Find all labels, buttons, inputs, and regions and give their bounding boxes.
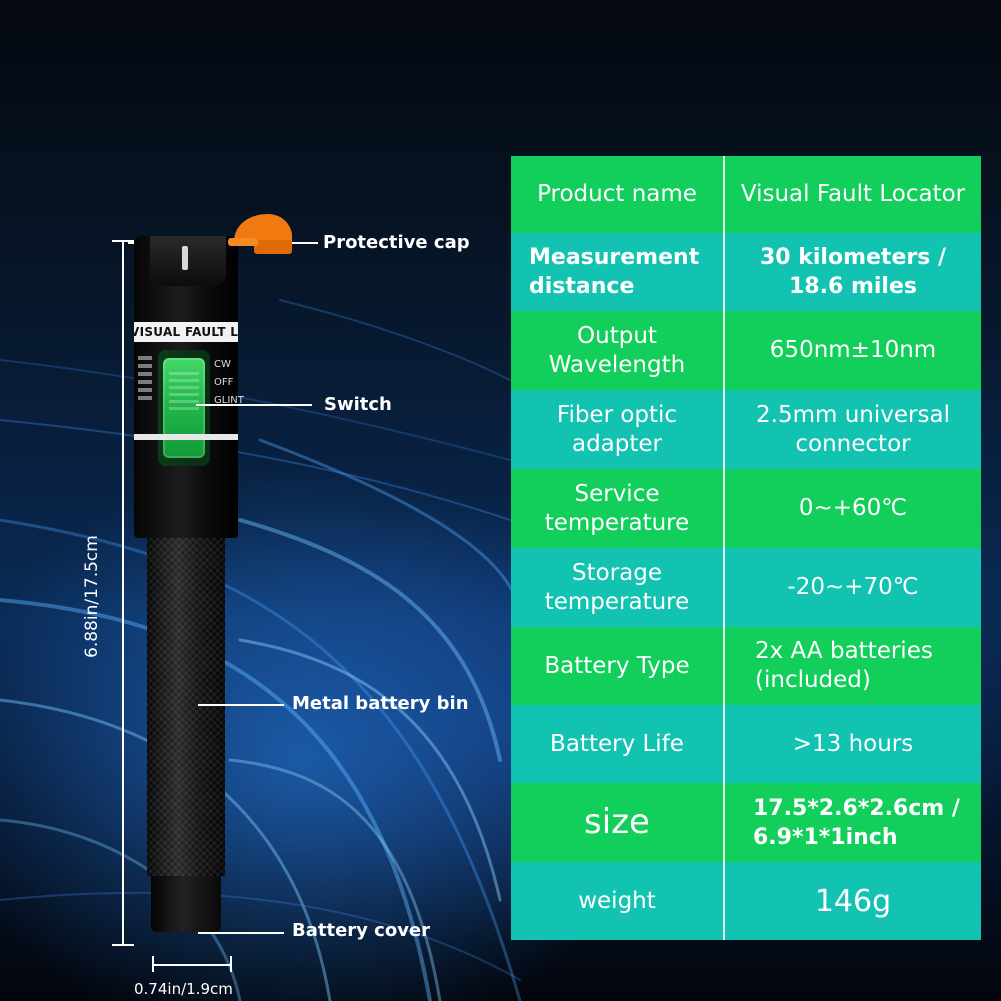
height-dimension-label: 6.88in/17.5cm xyxy=(82,535,102,658)
protective-cap-icon xyxy=(228,214,292,254)
width-dimension-left-tick xyxy=(152,956,154,972)
spec-label: Battery Type xyxy=(511,627,725,705)
pen-battery-cover xyxy=(151,876,221,932)
callout-protective-cap: Protective cap xyxy=(323,232,470,253)
spec-value: 2.5mm universal connector xyxy=(724,390,981,469)
spec-value: 0~+60℃ xyxy=(724,469,981,548)
spec-row: Measurement distance 30 kilometers / 18.… xyxy=(511,233,981,311)
width-dimension-right-tick xyxy=(230,956,232,972)
spec-row: Battery Life >13 hours xyxy=(511,705,981,783)
callout-metal-battery-bin: Metal battery bin xyxy=(292,693,469,714)
callout-battery-cover: Battery cover xyxy=(292,920,431,941)
spec-label: size xyxy=(511,783,725,862)
pen-switch xyxy=(163,358,205,458)
spec-value: 17.5*2.6*2.6cm / 6.9*1*1inch xyxy=(724,783,981,862)
spec-label: Fiber optic adapter xyxy=(511,390,725,469)
spec-value: 2x AA batteries (included) xyxy=(724,627,981,705)
pen-warning-label xyxy=(138,352,158,422)
pen-switch-mode-labels: CW OFF GLINT xyxy=(214,356,244,410)
spec-value: Visual Fault Locator xyxy=(724,156,981,233)
mode-label-glint: GLINT xyxy=(214,395,244,406)
pen-brand-band: VISUAL FAULT LOCATOR xyxy=(134,322,238,342)
spec-row: Fiber optic adapter 2.5mm universal conn… xyxy=(511,390,981,469)
width-dimension-label: 0.74in/1.9cm xyxy=(134,980,233,998)
spec-row: Storage temperature -20~+70℃ xyxy=(511,548,981,627)
spec-label: Service temperature xyxy=(511,469,725,548)
spec-table: Product name Visual Fault Locator Measur… xyxy=(511,156,981,940)
spec-row: weight 146g xyxy=(511,862,981,940)
pen-lens-slot xyxy=(150,236,226,286)
callout-switch: Switch xyxy=(324,394,392,415)
callout-line-battery-bin xyxy=(198,704,284,706)
mode-label-cw: CW xyxy=(214,359,231,370)
spec-value: 30 kilometers / 18.6 miles xyxy=(724,233,981,311)
spec-label: Output Wavelength xyxy=(511,311,725,390)
spec-row: Service temperature 0~+60℃ xyxy=(511,469,981,548)
height-dimension-bottom-tick xyxy=(112,944,134,946)
width-dimension-line xyxy=(152,964,232,966)
spec-label: weight xyxy=(511,862,725,940)
spec-row: Product name Visual Fault Locator xyxy=(511,156,981,233)
height-dimension-line xyxy=(122,240,124,946)
spec-row: Output Wavelength 650nm±10nm xyxy=(511,311,981,390)
spec-row: size 17.5*2.6*2.6cm / 6.9*1*1inch xyxy=(511,783,981,862)
spec-label: Product name xyxy=(511,156,725,233)
pen-switch-grip xyxy=(169,372,199,412)
spec-value: >13 hours xyxy=(724,705,981,783)
callout-line-battery-cover xyxy=(198,932,284,934)
callout-line-switch xyxy=(196,404,312,406)
spec-label: Battery Life xyxy=(511,705,725,783)
spec-label: Storage temperature xyxy=(511,548,725,627)
pen-knurled-body xyxy=(147,538,225,876)
pen-ferrule xyxy=(182,246,188,270)
spec-value: 650nm±10nm xyxy=(724,311,981,390)
height-dimension-top-tick xyxy=(112,240,134,242)
spec-row: Battery Type 2x AA batteries (included) xyxy=(511,627,981,705)
spec-value: 146g xyxy=(724,862,981,940)
spec-value: -20~+70℃ xyxy=(724,548,981,627)
spec-label: Measurement distance xyxy=(511,233,725,311)
pen-lower-band xyxy=(134,434,238,440)
mode-label-off: OFF xyxy=(214,377,234,388)
